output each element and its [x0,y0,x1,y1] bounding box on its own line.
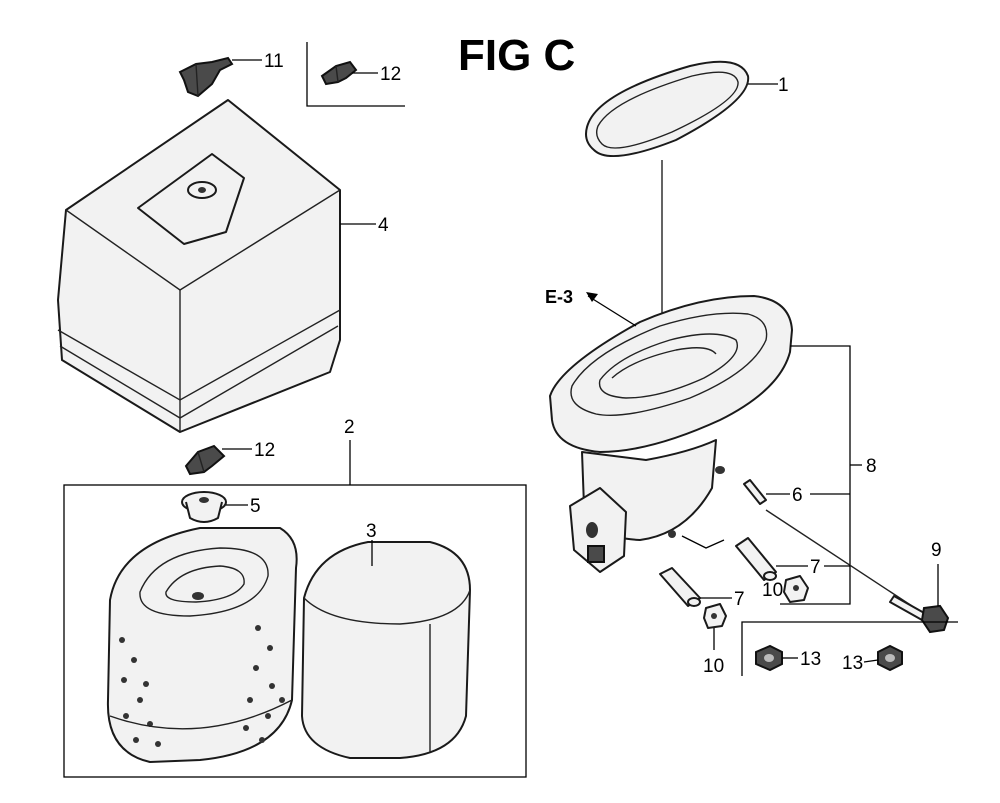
figure-title: FIG C [458,31,575,80]
part-8-air-cleaner-case [549,160,793,573]
callout-2: 2 [344,417,355,438]
part-7-spacer-lower [659,567,701,607]
callout-3: 3 [366,521,377,542]
leader-case-link [681,535,725,549]
callout-11: 11 [264,51,284,72]
part-13-nut-left [755,644,783,672]
callout-6: 6 [792,485,803,506]
callout-4: 4 [378,215,389,236]
part-11-wing-nut [178,56,234,98]
part-10-collar-lower [703,603,727,629]
callout-7-lower: 7 [734,589,745,610]
part-12-clip-top [320,60,358,86]
part-3-pre-filter [301,541,471,759]
part-4-air-cleaner-cover [57,99,341,433]
bracket-12-top [306,42,405,107]
callout-12-top: 12 [380,64,401,85]
part-10-collar-upper [783,575,809,603]
callout-13-left: 13 [800,649,821,670]
callout-1: 1 [778,75,789,96]
part-12-clip-lower [184,444,226,476]
part-13-nut-right [877,644,903,672]
arrow-e3 [586,292,598,302]
part-6-pin [743,479,767,505]
filter-element [106,527,298,763]
leader-13-right [863,659,879,663]
bracket-8 [780,345,851,605]
part-5-grommet [181,491,227,523]
reference-e3: E-3 [545,287,573,307]
callout-7-upper: 7 [810,557,821,578]
bracket-13 [741,621,958,676]
callout-10-upper: 10 [762,580,783,601]
part-2-kit-box [63,484,527,778]
part-1-gasket [585,60,750,158]
part-9-bolt [765,509,950,634]
part-7-spacer-upper [735,537,777,581]
callout-13-right: 13 [842,653,863,674]
leader-e3 [587,295,637,327]
callout-10-lower: 10 [703,656,724,677]
callout-8: 8 [866,456,877,477]
callout-9: 9 [931,540,942,561]
callout-12-lower: 12 [254,440,275,461]
callout-5: 5 [250,496,261,517]
